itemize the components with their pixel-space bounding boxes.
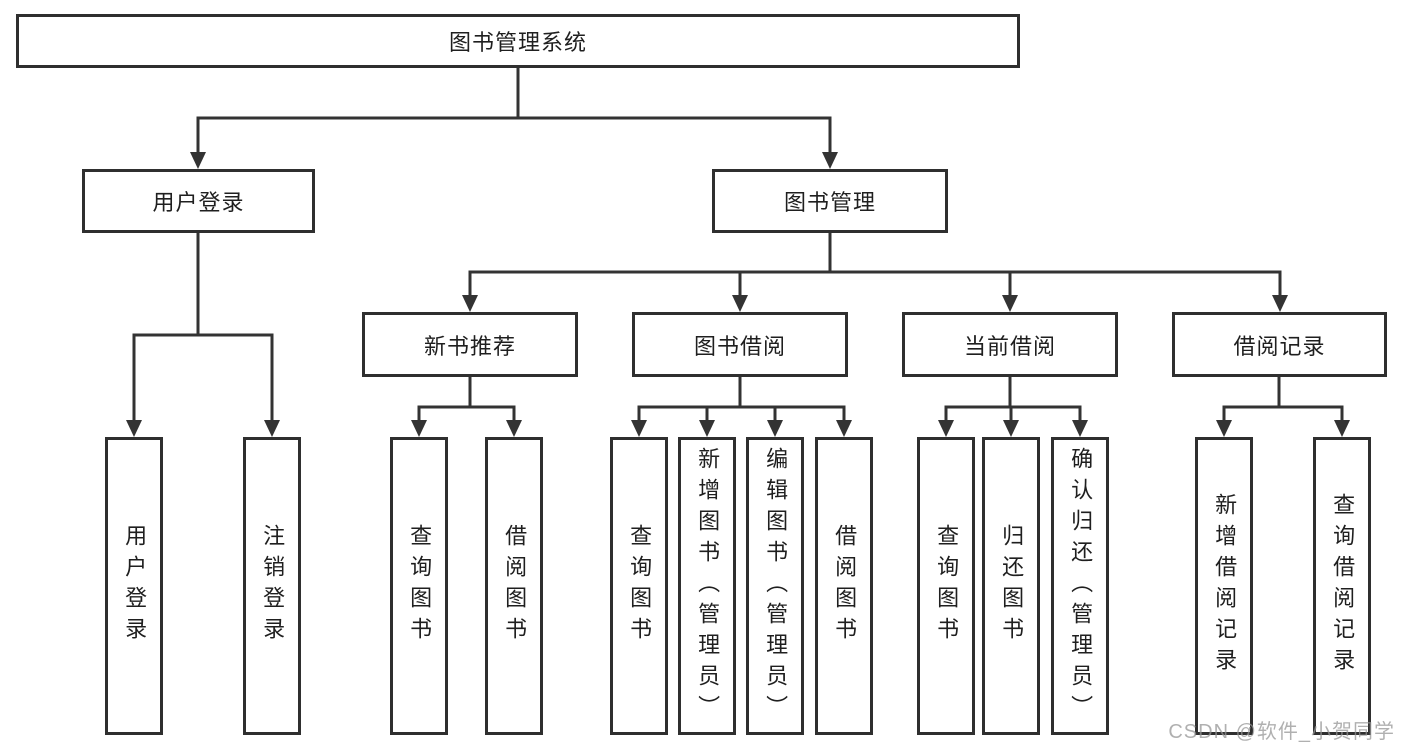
- node-label: 图书管理: [783, 190, 876, 215]
- leaf-query-book-current: 查询图书: [917, 437, 975, 735]
- node-new-book-recommend: 新书推荐: [362, 312, 578, 377]
- csdn-watermark: CSDN @软件_小贺同学: [1168, 721, 1395, 743]
- leaf-label: 新增图书（管理员）: [695, 446, 721, 726]
- node-label: 用户登录: [152, 190, 245, 215]
- leaf-add-book-admin: 新增图书（管理员）: [678, 437, 736, 735]
- leaf-label: 注销登录: [260, 524, 286, 648]
- leaf-label: 查询图书: [627, 524, 653, 648]
- leaf-add-borrow-record: 新增借阅记录: [1195, 437, 1253, 735]
- leaf-label: 借阅图书: [832, 524, 858, 648]
- leaf-user-login: 用户登录: [105, 437, 163, 735]
- node-library-management-system: 图书管理系统: [16, 14, 1020, 68]
- leaf-query-book-borrow: 查询图书: [610, 437, 668, 735]
- node-book-borrow: 图书借阅: [632, 312, 848, 377]
- node-borrow-records: 借阅记录: [1172, 312, 1387, 377]
- leaf-query-borrow-record: 查询借阅记录: [1313, 437, 1371, 735]
- leaf-label: 新增借阅记录: [1212, 493, 1238, 679]
- leaf-label: 查询图书: [934, 524, 960, 648]
- leaf-label: 确认归还（管理员）: [1068, 446, 1094, 726]
- node-label: 借阅记录: [1233, 333, 1326, 359]
- leaf-label: 用户登录: [122, 524, 148, 648]
- leaf-borrow-book-recommend: 借阅图书: [485, 437, 543, 735]
- leaf-label: 查询借阅记录: [1330, 493, 1356, 679]
- node-book-management: 图书管理: [712, 169, 948, 233]
- node-label: 当前借阅: [963, 333, 1056, 359]
- leaf-borrow-book: 借阅图书: [815, 437, 873, 735]
- leaf-confirm-return-admin: 确认归还（管理员）: [1051, 437, 1109, 735]
- leaf-label: 查询图书: [407, 524, 433, 648]
- leaf-return-book: 归还图书: [982, 437, 1040, 735]
- leaf-query-book-recommend: 查询图书: [390, 437, 448, 735]
- leaf-label: 归还图书: [999, 524, 1025, 648]
- node-label: 新书推荐: [423, 333, 516, 359]
- node-current-borrow: 当前借阅: [902, 312, 1118, 377]
- node-user-login: 用户登录: [82, 169, 315, 233]
- leaf-label: 借阅图书: [502, 524, 528, 648]
- leaf-label: 编辑图书（管理员）: [763, 446, 789, 726]
- leaf-edit-book-admin: 编辑图书（管理员）: [746, 437, 804, 735]
- leaf-logout-login: 注销登录: [243, 437, 301, 735]
- node-label: 图书管理系统: [448, 30, 587, 55]
- node-label: 图书借阅: [693, 333, 786, 359]
